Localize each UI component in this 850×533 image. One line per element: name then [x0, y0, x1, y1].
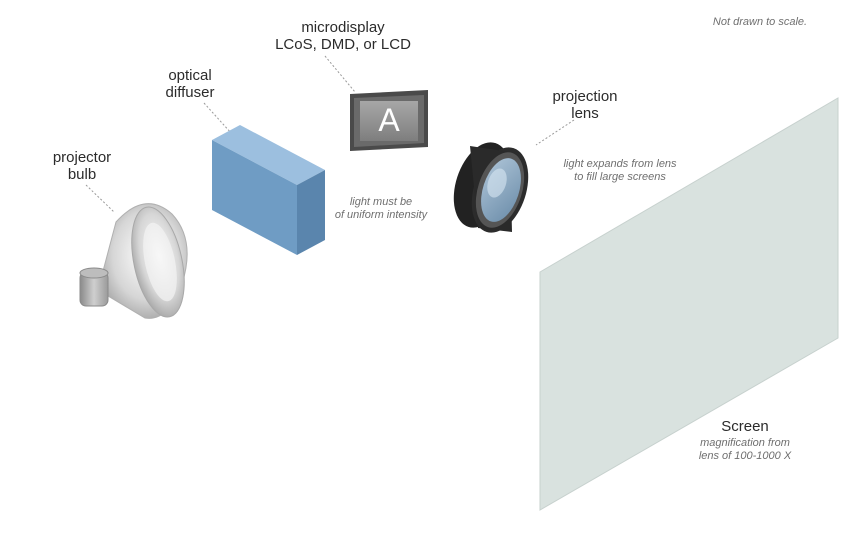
screen-note-line2: lens of 100-1000 X — [698, 450, 792, 462]
projector-bulb — [79, 203, 188, 319]
screen-title: Screen — [721, 418, 769, 435]
diffuser-leader — [203, 102, 233, 135]
microdisplay-title: microdisplay — [301, 19, 385, 36]
uniform-note-line2: of uniform intensity — [334, 209, 428, 221]
optical-diffuser-block — [212, 125, 325, 255]
diffuser-label-line1: optical — [168, 67, 212, 84]
screen-note-line1: magnification from — [700, 437, 790, 449]
scale-note: Not drawn to scale. — [712, 16, 808, 28]
lens-leader — [535, 119, 575, 146]
bulb-label-line2: bulb — [67, 166, 97, 183]
lens-label-line1: projection — [552, 88, 618, 105]
expands-note-line1: light expands from lens — [563, 158, 677, 170]
microdisplay-panel — [350, 90, 428, 151]
diffuser-label-line2: diffuser — [165, 84, 215, 101]
projection-lens — [453, 142, 529, 233]
screen — [539, 97, 839, 511]
microdisplay-glyph: A — [378, 102, 400, 138]
bulb-leader — [85, 184, 115, 213]
microdisplay-leader — [324, 55, 356, 93]
microdisplay-subtitle: LCoS, DMD, or LCD — [275, 36, 411, 53]
expands-note-line2: to fill large screens — [574, 171, 666, 183]
bulb-label-line1: projector — [52, 149, 112, 166]
lens-label-line2: lens — [571, 105, 599, 122]
uniform-note-line1: light must be — [349, 196, 413, 208]
